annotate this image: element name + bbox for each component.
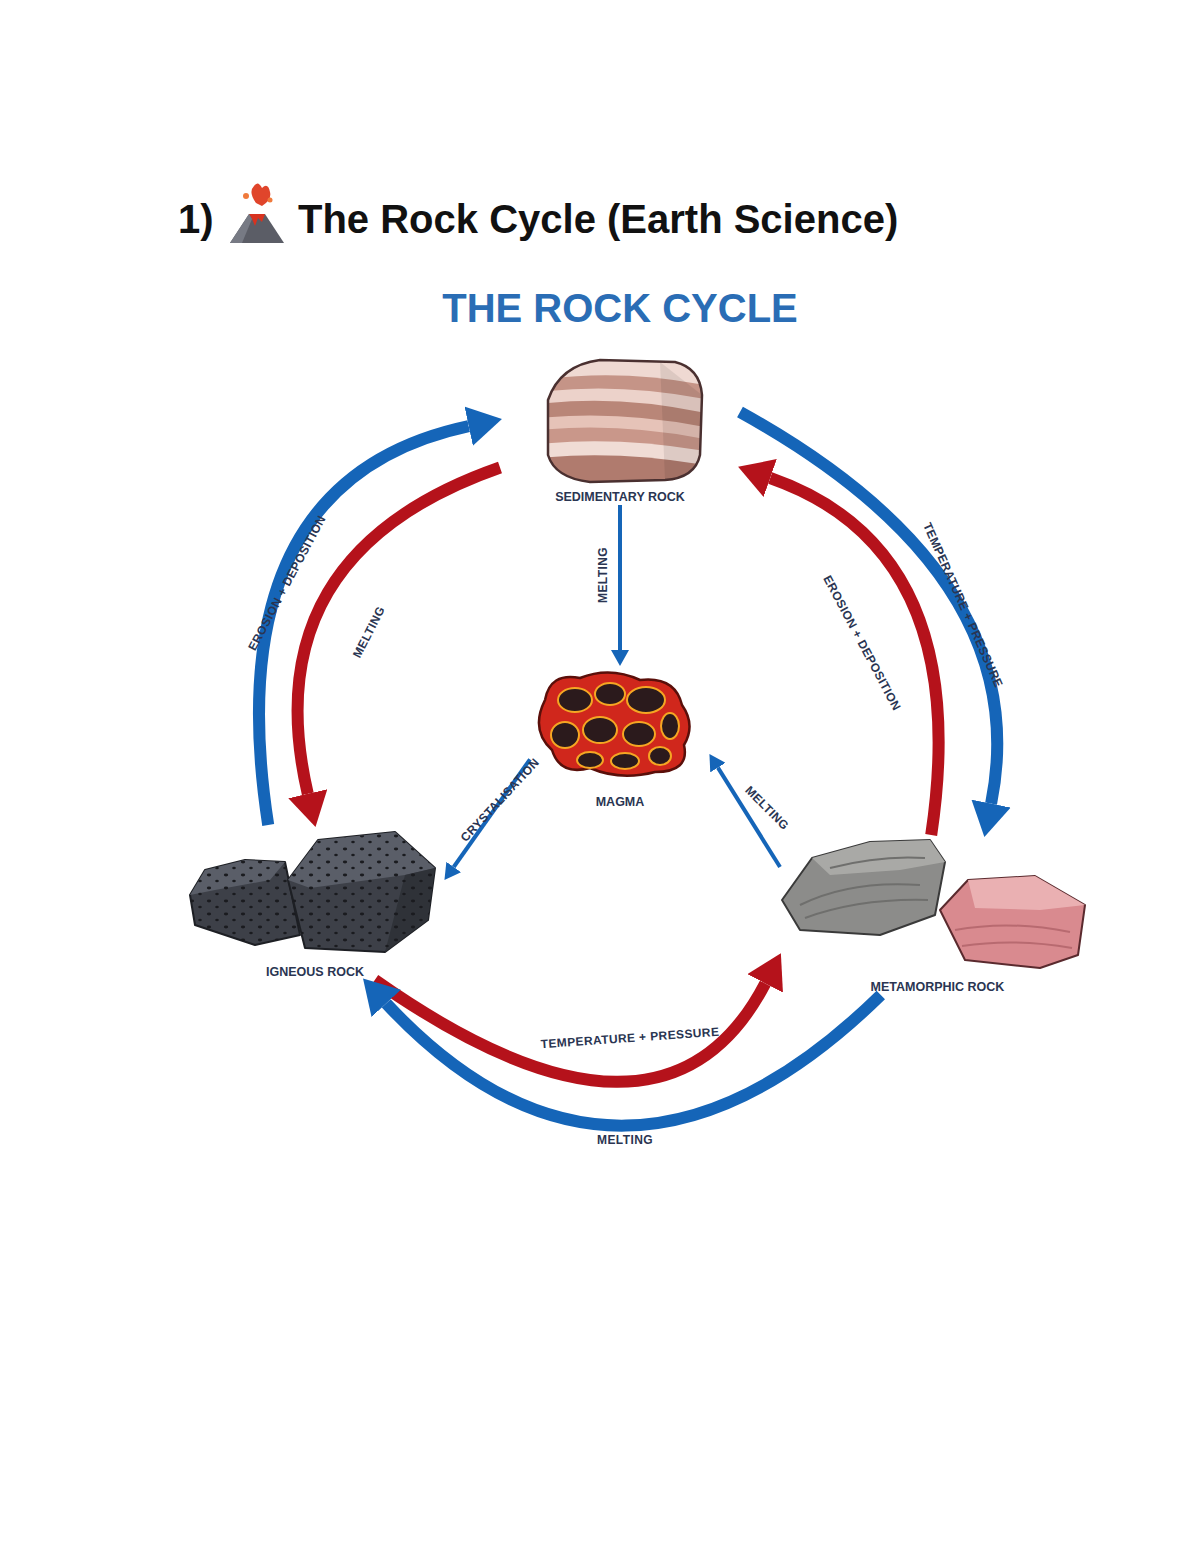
art-shape xyxy=(551,683,679,769)
art-shape xyxy=(968,876,1085,910)
process-label: TEMPERATURE + PRESSURE xyxy=(920,520,1006,689)
art-shape xyxy=(940,876,1085,968)
art-shape xyxy=(955,925,1072,948)
art-shape xyxy=(540,428,710,490)
rock-label: METAMORPHIC ROCK xyxy=(871,980,1005,995)
art-shape xyxy=(230,214,284,243)
rock-node: METAMORPHIC ROCK xyxy=(780,835,1095,995)
node-text-stack: METAMORPHIC ROCK xyxy=(780,980,1095,995)
magma-illustration xyxy=(539,672,690,775)
art-shape xyxy=(660,362,702,480)
volcano-icon xyxy=(230,183,284,243)
art-shape xyxy=(288,832,435,952)
process-label: TEMPERATURE + PRESSURE xyxy=(540,1025,719,1051)
item-number: 1) xyxy=(178,197,214,241)
art-shape xyxy=(540,455,710,490)
art-shape xyxy=(540,401,710,490)
art-shape xyxy=(251,183,270,206)
art-shape xyxy=(190,860,285,895)
process-arrow xyxy=(298,468,500,794)
process-arrow xyxy=(375,980,765,1082)
process-arrow xyxy=(386,995,881,1126)
process-label: MELTING xyxy=(350,604,388,660)
rock-node: SEDIMENTARY ROCK xyxy=(500,355,740,505)
art-shape xyxy=(649,747,671,765)
process-label: MELTING xyxy=(597,1133,653,1147)
process-arrow xyxy=(618,505,622,650)
art-shape xyxy=(611,753,639,769)
rock-label: SEDIMENTARY ROCK xyxy=(555,490,685,505)
art-shape xyxy=(268,198,273,203)
art-shape xyxy=(551,722,579,748)
process-label: EROSION + DEPOSITION xyxy=(245,513,328,653)
metamorphic-rock-illustration xyxy=(782,840,1085,968)
art-shape xyxy=(627,687,665,713)
art-shape xyxy=(540,355,710,485)
art-shape xyxy=(190,860,300,945)
art-shape xyxy=(812,840,945,875)
sedimentary-rock-illustration xyxy=(540,355,710,490)
art-shape xyxy=(288,832,435,888)
art-shape xyxy=(243,193,249,199)
process-label: CRYSTALISATION xyxy=(458,755,542,844)
art-shape xyxy=(288,832,435,952)
page-heading: The Rock Cycle (Earth Science) xyxy=(298,197,898,241)
process-label: MELTING xyxy=(742,783,791,832)
art-shape xyxy=(385,868,435,952)
process-label: EROSION + DEPOSITION xyxy=(820,573,903,713)
art-shape xyxy=(249,214,265,226)
diagram-title: THE ROCK CYCLE xyxy=(442,286,798,330)
art-shape xyxy=(540,388,710,490)
art-shape xyxy=(230,214,252,243)
rock-node: IGNEOUS ROCK xyxy=(185,825,445,980)
art-shape xyxy=(577,752,603,768)
rock-label: IGNEOUS ROCK xyxy=(266,965,364,980)
art-shape xyxy=(540,416,710,490)
art-shape xyxy=(540,375,710,490)
node-text-stack: MAGMA xyxy=(530,795,710,810)
art-shape xyxy=(583,717,617,743)
rock-label: MAGMA xyxy=(596,795,645,810)
art-shape xyxy=(595,683,625,705)
art-shape xyxy=(800,857,928,918)
process-label: MELTING xyxy=(596,547,610,603)
igneous-rock-illustration xyxy=(190,832,435,952)
art-shape xyxy=(623,722,655,746)
art-shape xyxy=(548,360,702,482)
rock-node: MAGMA xyxy=(530,665,710,810)
process-arrow xyxy=(770,478,938,835)
art-shape xyxy=(558,688,592,712)
art-shape xyxy=(540,355,710,490)
art-shape xyxy=(782,840,945,935)
process-arrow xyxy=(259,426,469,825)
art-shape xyxy=(540,441,710,490)
art-shape xyxy=(190,860,300,945)
art-shape xyxy=(539,672,690,775)
art-shape xyxy=(661,713,679,739)
node-text-stack: SEDIMENTARY ROCK xyxy=(500,490,740,505)
node-text-stack: IGNEOUS ROCK xyxy=(185,965,445,980)
